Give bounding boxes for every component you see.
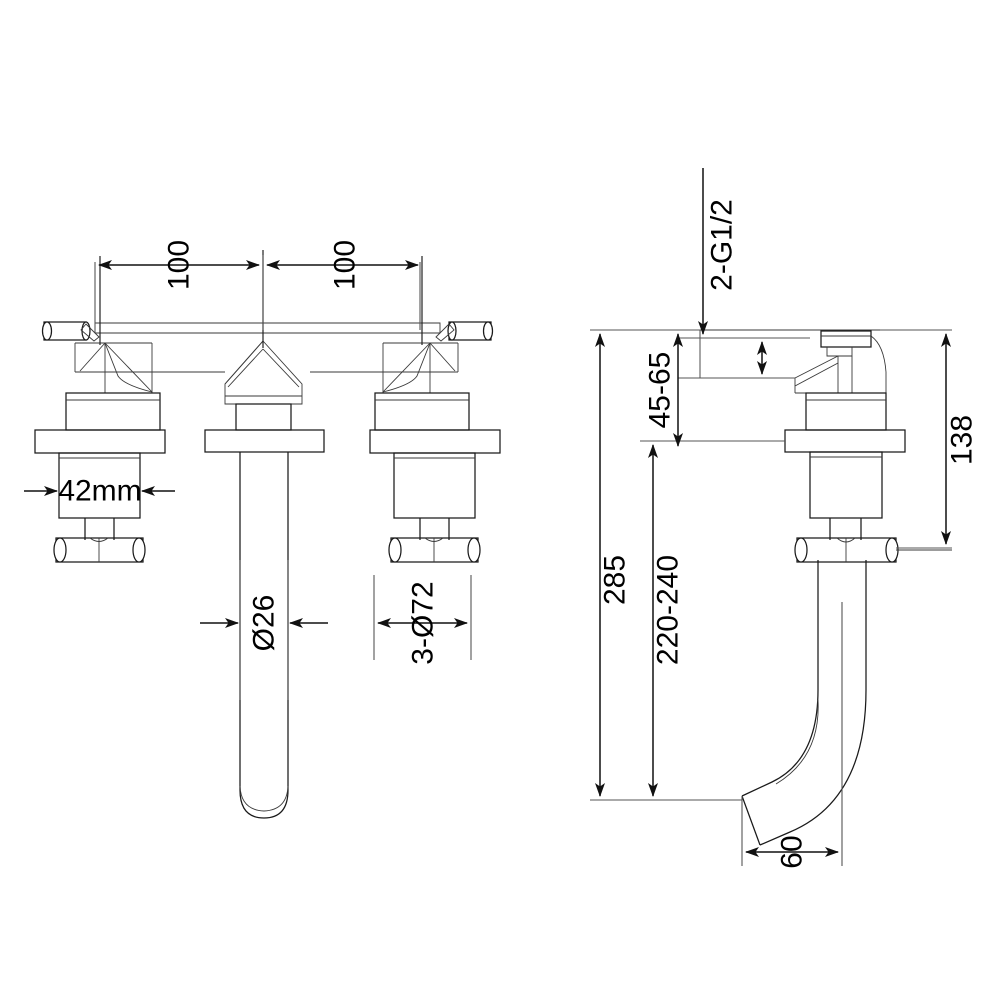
dim-spacing-100-right: 100 (266, 240, 421, 330)
front-top-plate (41, 321, 494, 342)
dim-label-2g12: 2-G1/2 (706, 199, 739, 291)
side-handle-body (809, 451, 883, 540)
side-cover-cap (794, 330, 887, 394)
dim-thread-g12: 2-G1/2 (698, 168, 739, 335)
front-body-shroud (74, 340, 459, 405)
dim-label-60: 60 (776, 835, 809, 868)
side-curved-spout (741, 560, 867, 846)
dim-handle-42mm: 42mm (24, 475, 175, 508)
dim-label-4565: 45-65 (644, 352, 677, 429)
dim-hole-dia-72: 3-Ø72 (373, 575, 472, 665)
side-upper-cylinder (805, 392, 887, 431)
dim-label-285: 285 (599, 555, 632, 605)
dim-spacing-100-left: 100 (94, 240, 264, 330)
dim-label-d26: Ø26 (248, 595, 281, 652)
dim-spout-height-220240: 220-240 (648, 444, 685, 797)
side-flange (784, 429, 906, 453)
front-right-valve (369, 392, 501, 563)
side-cross-handle (794, 537, 952, 563)
dim-wall-depth-4565: 45-65 (644, 333, 683, 447)
dim-label-3d72: 3-Ø72 (407, 581, 440, 664)
dim-spout-dia-26: Ø26 (200, 560, 328, 700)
dim-label-220240: 220-240 (652, 555, 685, 665)
dim-spout-reach-60: 60 (745, 835, 839, 869)
dim-label-100-left: 100 (163, 240, 196, 290)
front-left-valve (34, 392, 166, 563)
dim-total-height-285: 285 (595, 333, 632, 797)
dim-projection-138: 138 (941, 333, 979, 545)
dim-label-42mm: 42mm (58, 475, 141, 508)
side-view-group: 2-G1/2 45-65 285 220-240 138 60 (590, 168, 979, 869)
dim-label-100-right: 100 (329, 240, 362, 290)
dim-label-138: 138 (946, 415, 979, 465)
front-view-group: 100 100 42mm Ø26 3-Ø72 (24, 240, 501, 819)
